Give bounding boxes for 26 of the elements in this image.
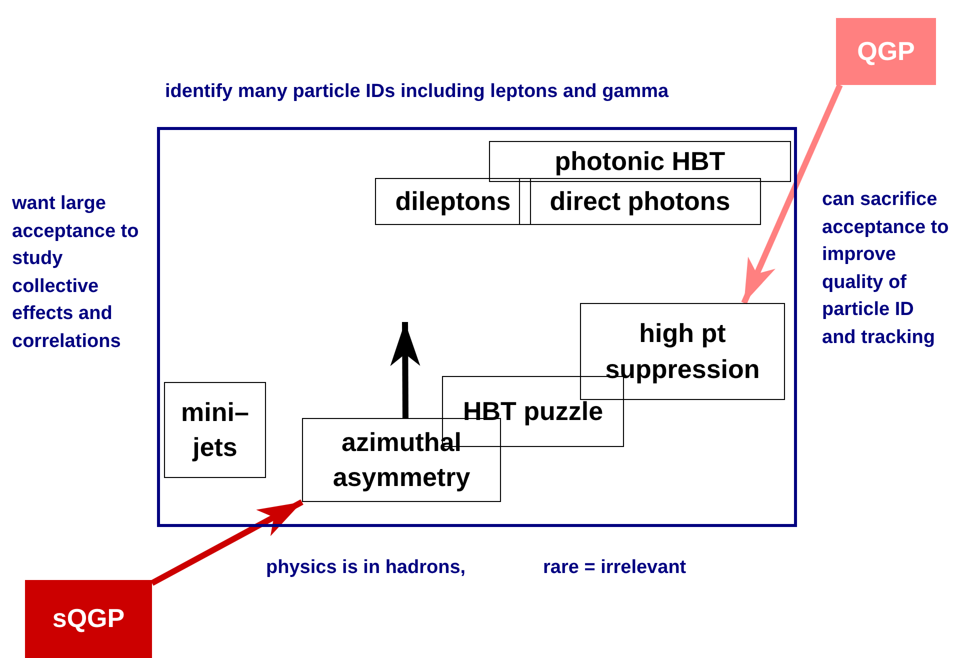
box-label: photonic HBT xyxy=(554,144,726,178)
note-text: want large acceptance to study collective effects and correlations xyxy=(12,192,140,354)
note-text: can sacrifice acceptance to improve quality of particle ID and tracking xyxy=(822,188,950,350)
note-text: rare = irrelevant xyxy=(543,556,688,580)
box-label: direct photons xyxy=(550,184,730,218)
text-box xyxy=(580,303,785,400)
arrow xyxy=(390,322,420,418)
box-label: sQGP xyxy=(52,602,125,636)
box-label: HBT puzzle xyxy=(462,394,604,428)
label-box xyxy=(25,580,152,658)
box-label: QGP xyxy=(857,34,915,68)
box-label: dileptons xyxy=(395,184,511,218)
note-text: physics is in hadrons, xyxy=(266,556,467,580)
box-label: mini– jets xyxy=(180,396,250,464)
label-box xyxy=(836,18,936,85)
text-box xyxy=(164,382,266,478)
arrow xyxy=(150,499,304,586)
frame-box xyxy=(157,127,797,527)
box-label: azimuthal asymmetry xyxy=(332,426,472,494)
text-box xyxy=(302,418,501,502)
text-box xyxy=(375,178,531,225)
text-box xyxy=(519,178,761,225)
note-text: identify many particle IDs including leptons and gamma xyxy=(165,80,670,104)
text-box xyxy=(489,141,791,182)
box-label: high pt suppression xyxy=(604,317,761,386)
arrow xyxy=(741,84,843,304)
